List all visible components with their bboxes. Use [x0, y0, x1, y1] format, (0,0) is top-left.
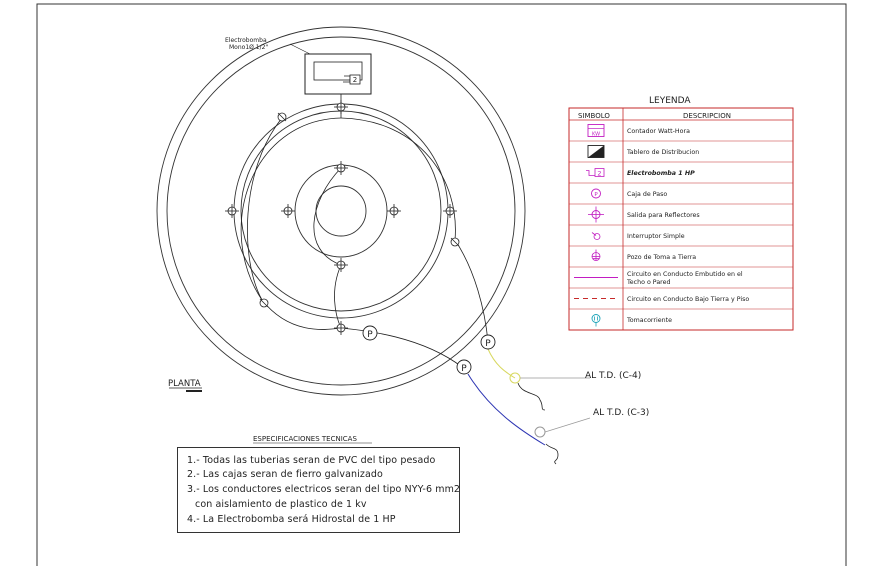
reflector-outlet-icon — [387, 204, 401, 218]
pass-box-label: P — [367, 330, 373, 340]
switch-symbol — [259, 112, 460, 308]
legend: LEYENDA SIMBOLO DESCRIPCION KW Contador W… — [568, 96, 794, 331]
outer-ring-2 — [166, 36, 516, 386]
pump-label-line1: Electrobomba — [225, 37, 267, 44]
spec-item-3b: con aislamiento de plastico de 1 kv — [195, 499, 367, 510]
legend-row: KW Contador Watt-Hora — [569, 124, 793, 142]
wire-inner-left — [313, 167, 342, 266]
pump-number: 2 — [353, 76, 357, 84]
legend-row: Tablero de Distribucion — [569, 145, 793, 163]
pass-box-icon: P — [591, 188, 601, 199]
inner-ring-2 — [315, 185, 367, 237]
legend-title: LEYENDA — [649, 96, 691, 106]
blue-conductor — [467, 373, 546, 446]
wire-to-pass-box — [340, 327, 463, 368]
simple-switch-icon — [591, 232, 601, 240]
pass-boxes: P P P — [362, 325, 496, 375]
reflector-outlet-icon — [334, 258, 348, 272]
spec-item-3: 3.- Los conductores electricos seran del… — [187, 484, 461, 495]
outer-ring-1 — [156, 26, 526, 396]
svg-text:2: 2 — [597, 170, 601, 178]
svg-text:KW: KW — [592, 132, 600, 138]
specs-title: ESPECIFICACIONES TECNICAS — [253, 435, 357, 443]
ground-well-icon — [591, 249, 601, 261]
legend-row: Interruptor Simple — [569, 232, 793, 247]
legend-row: Circuito en Conducto Bajo Tierra y Piso — [569, 296, 793, 310]
legend-row: 2 Electrobomba 1 HP — [569, 168, 793, 184]
pass-box-1: P — [362, 325, 378, 341]
spec-item-4: 4.- La Electrobomba será Hidrostal de 1 … — [187, 514, 396, 525]
legend-row: Salida para Reflectores — [569, 206, 793, 226]
meter-icon: KW — [587, 124, 605, 138]
wire-arc-left — [240, 117, 342, 330]
legend-desc: Pozo de Toma a Tierra — [627, 254, 696, 261]
legend-desc: Salida para Reflectores — [627, 212, 700, 219]
wire-inner-down — [334, 264, 342, 329]
spec-item-2: 2.- Las cajas seran de fierro galvanizad… — [187, 469, 383, 480]
legend-desc: Tablero de Distribucion — [626, 149, 699, 156]
legend-desc: Electrobomba 1 HP — [627, 169, 695, 177]
legend-row: P Caja de Paso — [569, 188, 793, 205]
grey-terminal — [534, 426, 546, 438]
legend-col-desc: DESCRIPCION — [683, 112, 731, 120]
plan-title: PLANTA — [168, 379, 201, 389]
legend-desc: Contador Watt-Hora — [627, 128, 690, 135]
circuit-c4-label: AL T.D. (C-4) — [585, 371, 641, 381]
reflector-outlet-icon — [588, 206, 604, 223]
legend-desc-2: Techo o Pared — [626, 279, 671, 286]
spec-item-1: 1.- Todas las tuberias seran de PVC del … — [187, 455, 436, 466]
break-line-c3 — [545, 443, 559, 465]
yellow-conductor — [487, 348, 516, 379]
middle-ring-2 — [240, 110, 442, 312]
pass-box-label: P — [485, 339, 491, 349]
drawing-frame — [36, 3, 847, 566]
legend-row: Pozo de Toma a Tierra — [569, 249, 793, 268]
reflector-outlet-icon — [334, 100, 348, 114]
svg-text:P: P — [594, 192, 598, 198]
outlet-icon — [591, 314, 601, 327]
legend-row: Tomacorriente — [591, 314, 672, 327]
pass-box-2: P — [480, 334, 496, 350]
distribution-board-icon — [587, 145, 605, 158]
legend-desc: Interruptor Simple — [627, 233, 685, 240]
pass-box-3: P — [456, 359, 472, 375]
reflector-outlet-icon — [334, 321, 348, 335]
legend-desc: Circuito en Conducto Embutido en el — [627, 271, 743, 278]
wire-left-outer — [247, 117, 283, 301]
legend-desc: Circuito en Conducto Bajo Tierra y Piso — [627, 296, 749, 303]
middle-ring-1 — [233, 103, 449, 319]
reflector-outlet-icon — [225, 204, 239, 218]
inner-ring-1 — [294, 164, 388, 258]
reflector-outlet-icon — [334, 161, 348, 175]
break-line-c4 — [517, 382, 546, 411]
pass-box-label: P — [461, 364, 467, 374]
reflector-outlets — [225, 100, 457, 335]
legend-table — [568, 107, 794, 331]
pump-house: 2 — [289, 43, 372, 95]
legend-desc: Tomacorriente — [626, 317, 672, 324]
wire-right-down — [454, 239, 489, 343]
reflector-outlet-icon — [281, 204, 295, 218]
leader-c3 — [544, 417, 591, 433]
wiring — [240, 86, 489, 368]
legend-row: Circuito en Conducto Embutido en elTecho… — [569, 271, 793, 289]
legend-col-symbol: SIMBOLO — [578, 112, 610, 120]
wire-arc-right — [340, 117, 456, 241]
pump-icon: 2 — [586, 168, 605, 178]
specs-box: 1.- Todas las tuberias seran de PVC del … — [177, 447, 460, 533]
pump-label-line2: Mono1Ø 1/2" — [229, 44, 268, 51]
circuit-c3-label: AL T.D. (C-3) — [593, 408, 649, 418]
reflector-outlet-icon — [443, 204, 457, 218]
legend-desc: Caja de Paso — [627, 191, 667, 198]
